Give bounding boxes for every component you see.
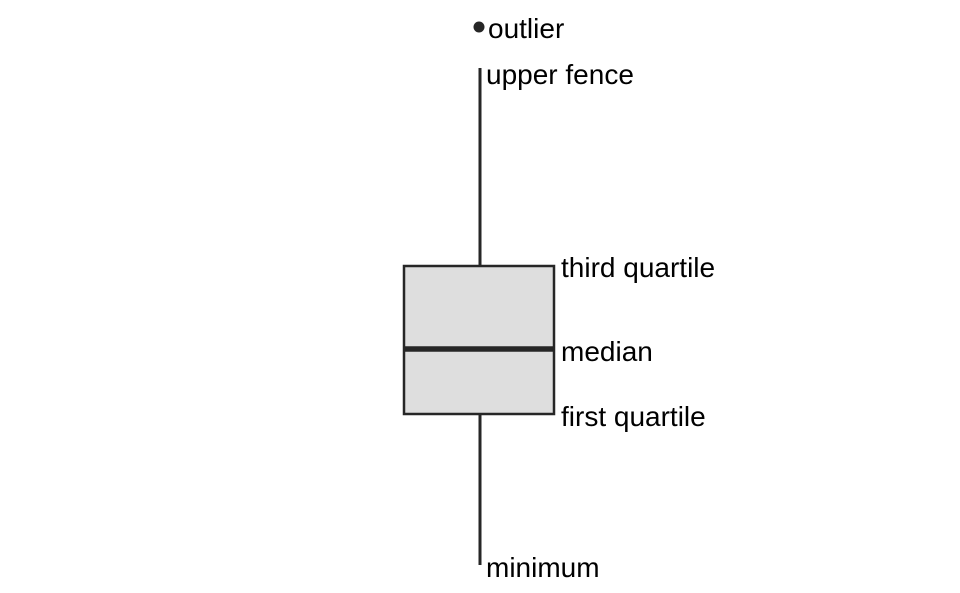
outlier-label: outlier: [488, 13, 564, 44]
median-label: median: [561, 336, 653, 367]
third-quartile-label: third quartile: [561, 252, 715, 283]
upper-fence-label: upper fence: [486, 59, 634, 90]
minimum-label: minimum: [486, 552, 600, 583]
iqr-box: [402, 264, 556, 416]
outlier-point: [473, 21, 485, 33]
first-quartile-label: first quartile: [561, 401, 706, 432]
